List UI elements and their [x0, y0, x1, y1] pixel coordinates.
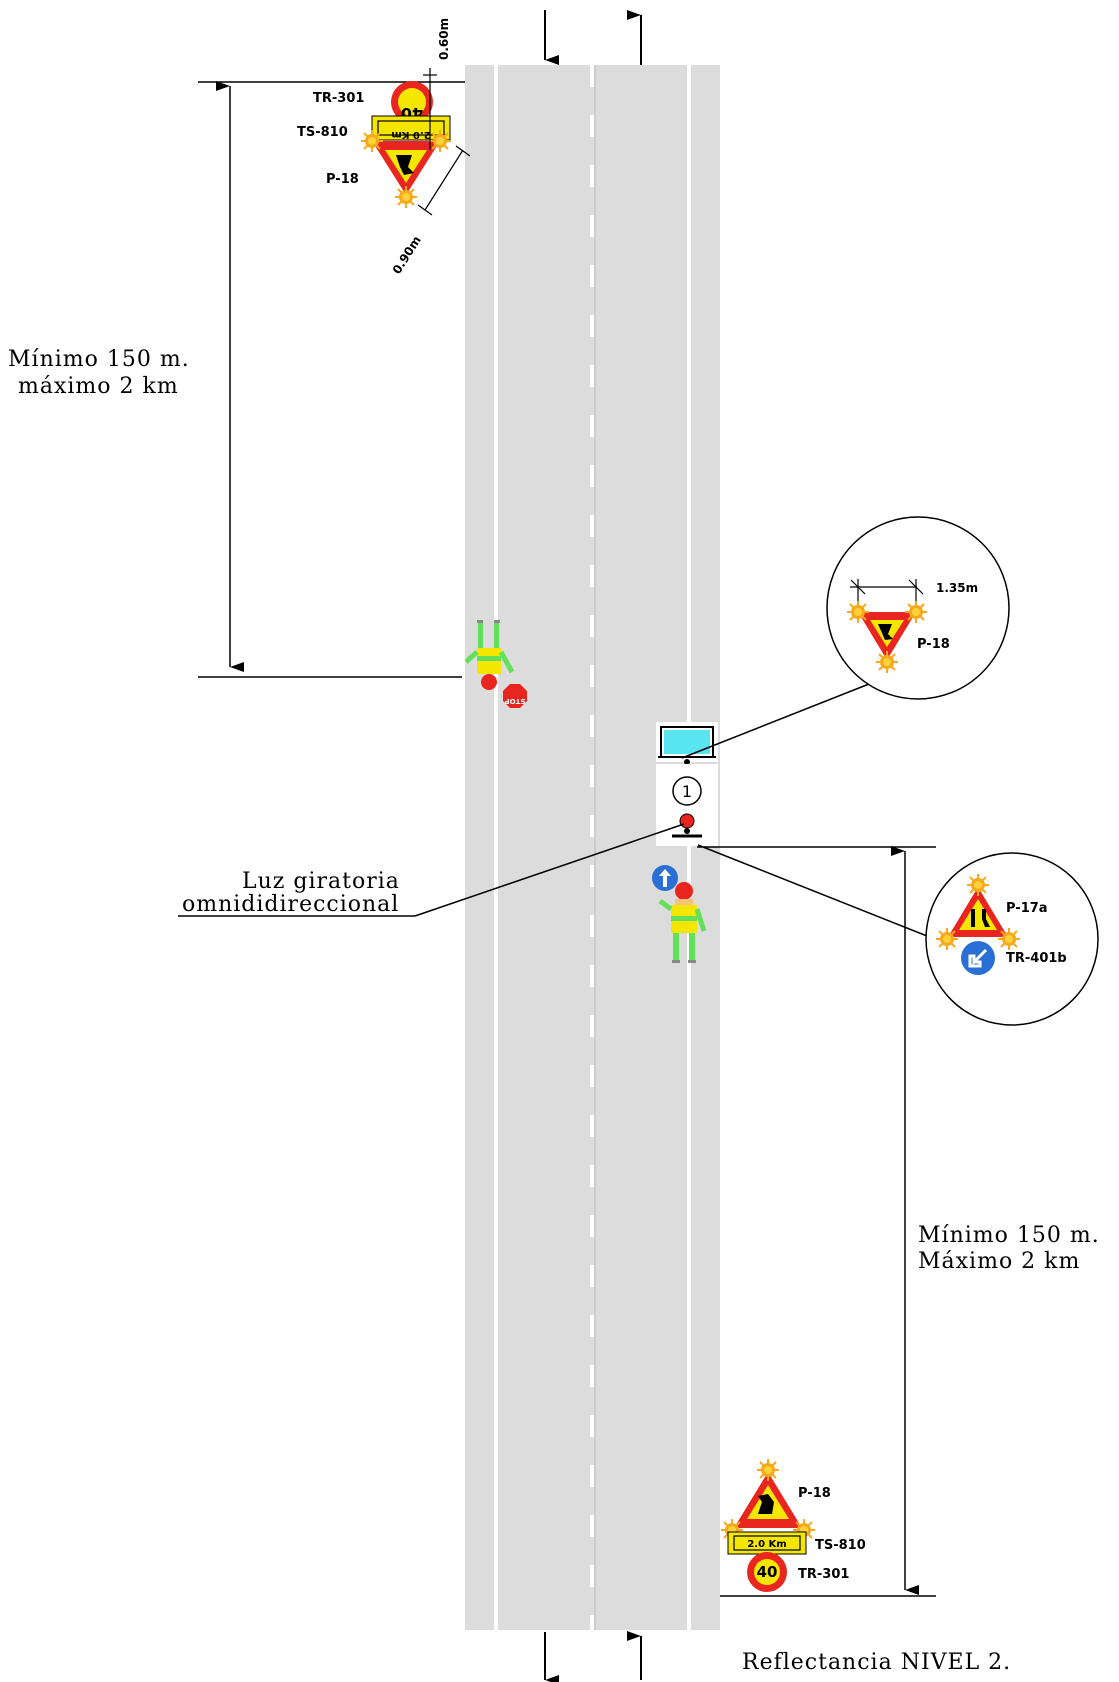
label-dim-135: 1.35m [936, 581, 978, 595]
flagger-top: STOP [464, 620, 527, 708]
vehicle-number: 1 [682, 782, 692, 801]
detail-circle-top: 1.35m P-18 [681, 516, 1010, 759]
label-tr301-top: TR-301 [313, 91, 364, 106]
bottom-distance-label-1: Mínimo 150 m. [918, 1223, 1100, 1248]
rotating-beacon-icon [679, 813, 695, 829]
label-p18-top: P-18 [326, 172, 359, 187]
beacon-label-1: Luz giratoria [242, 869, 400, 894]
direction-paddle-icon [652, 865, 678, 891]
helmet-icon [675, 882, 693, 900]
road [465, 65, 720, 1630]
svg-text:2.0 Km: 2.0 Km [747, 1539, 786, 1550]
flagger-bottom [652, 865, 707, 963]
label-tr401b: TR-401b [1006, 951, 1067, 966]
stop-sign-icon: STOP [503, 684, 527, 708]
detail-circle-bottom: P-17a TR-401b [697, 844, 1099, 1026]
beacon-label-2: omnididireccional [182, 892, 399, 917]
top-sign-group: TR-301 TS-810 P-18 40 2.0 Km 0.60m [297, 18, 471, 277]
speed-limit-sign-bottom: 40 [747, 1552, 787, 1592]
additional-plate-bottom: 2.0 Km [727, 1531, 807, 1555]
bottom-sign-group: 2.0 Km 40 P-18 TS-810 TR-301 [720, 1458, 866, 1592]
reflectance-label: Reflectancia NIVEL 2. [742, 1650, 1011, 1675]
dimension-060 [423, 68, 437, 150]
bottom-distance-label-2: Máximo 2 km [918, 1249, 1080, 1274]
label-ts810-top: TS-810 [297, 125, 348, 140]
svg-text:STOP: STOP [505, 697, 526, 705]
worker-pictogram-icon [878, 624, 893, 640]
label-dim-090: 0.90m [390, 233, 424, 276]
worker-pictogram-icon [758, 1494, 774, 1514]
label-p17a: P-17a [1006, 901, 1048, 916]
label-tr301-bottom: TR-301 [798, 1567, 849, 1582]
mandatory-direction-sign [961, 941, 995, 975]
roadworks-triangle-sign-detail [846, 600, 928, 674]
work-vehicle: 1 [656, 722, 718, 846]
top-distance-dimension: Mínimo 150 m. máximo 2 km [8, 81, 465, 678]
svg-text:2.0 Km: 2.0 Km [391, 129, 430, 140]
beacon-callout: Luz giratoria omnididireccional [178, 823, 685, 917]
label-dim-060: 0.60m [437, 18, 451, 60]
top-distance-label-1: Mínimo 150 m. [8, 347, 190, 372]
worker-pictogram-icon [396, 155, 414, 175]
traffic-direction-arrows [544, 10, 642, 1682]
top-distance-label-2: máximo 2 km [18, 374, 179, 399]
label-p18-bottom: P-18 [798, 1486, 831, 1501]
bottom-distance-dimension: Mínimo 150 m. Máximo 2 km [697, 846, 1100, 1597]
label-ts810-bottom: TS-810 [815, 1538, 866, 1553]
dimension-090 [417, 145, 471, 216]
lane-narrowing-sign [935, 873, 1021, 951]
roadworks-triangle-sign-bottom [720, 1458, 816, 1542]
roadworks-triangle-sign-top [360, 129, 452, 209]
svg-text:40: 40 [757, 1563, 778, 1581]
vehicle-number-circle [672, 776, 702, 806]
label-p18-detail: P-18 [917, 637, 950, 652]
